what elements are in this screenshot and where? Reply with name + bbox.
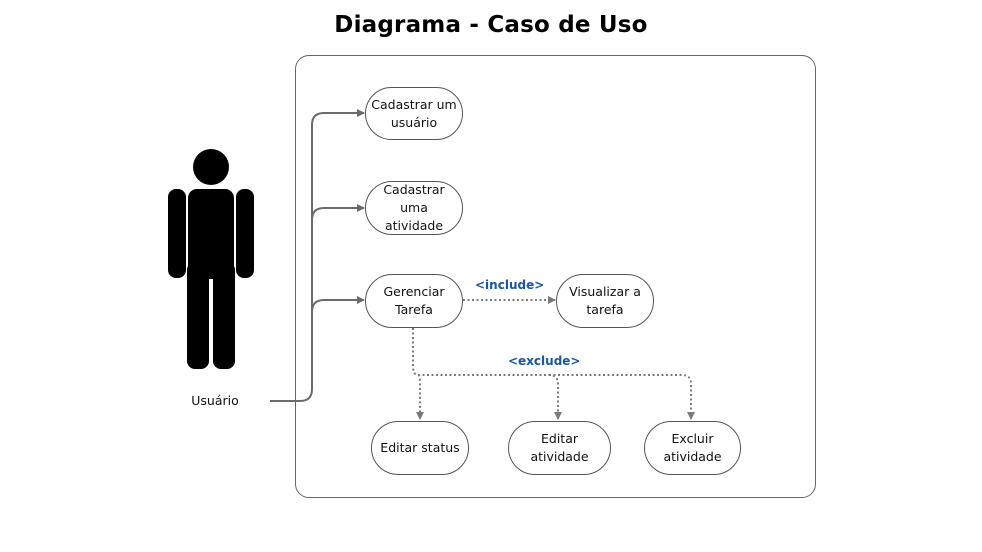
exclude-connector-excluir-atividade bbox=[549, 374, 695, 420]
usecase-editar-status[interactable]: Editar status bbox=[371, 421, 469, 475]
usecase-gerenciar-tarefa[interactable]: Gerenciar Tarefa bbox=[365, 274, 463, 328]
association-line-cadastrar-usuario bbox=[270, 109, 365, 402]
system-boundary bbox=[295, 55, 816, 498]
usecase-cadastrar-usuario[interactable]: Cadastrar um usuário bbox=[365, 87, 463, 140]
exclude-connector-editar-status bbox=[412, 328, 424, 420]
diagram-title: Diagrama - Caso de Uso bbox=[334, 12, 648, 38]
usecase-cadastrar-atividade[interactable]: Cadastrar uma atividade bbox=[365, 181, 463, 235]
include-stereotype-label: <include> bbox=[475, 278, 545, 292]
usecase-excluir-atividade[interactable]: Excluir atividade bbox=[644, 421, 741, 475]
person-icon bbox=[168, 149, 254, 369]
exclude-connector-editar-atividade bbox=[418, 374, 562, 420]
association-line-cadastrar-atividade bbox=[311, 204, 365, 221]
exclude-stereotype-label: <exclude> bbox=[508, 354, 581, 368]
actor-label: Usuário bbox=[191, 393, 239, 408]
usecase-editar-atividade[interactable]: Editar atividade bbox=[508, 421, 611, 475]
usecase-visualizar-tarefa[interactable]: Visualizar a tarefa bbox=[556, 274, 654, 328]
association-line-gerenciar-tarefa bbox=[311, 296, 365, 313]
